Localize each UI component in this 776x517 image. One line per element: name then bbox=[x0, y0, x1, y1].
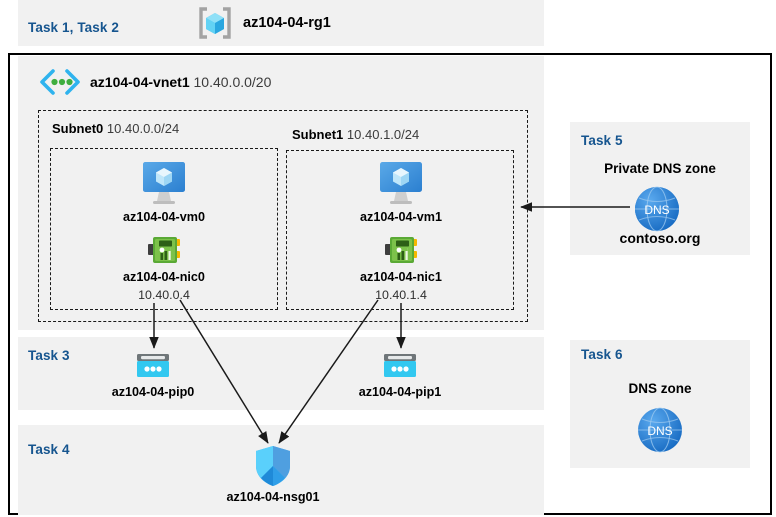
task-label-5: Task 5 bbox=[581, 133, 623, 148]
nic0-label: az104-04-nic0 bbox=[123, 270, 205, 284]
svg-text:DNS: DNS bbox=[647, 424, 672, 438]
public-ip-panel bbox=[18, 337, 544, 410]
network-interface-icon bbox=[146, 234, 182, 266]
subnet0-title: Subnet0 10.40.0.0/24 bbox=[52, 121, 179, 136]
private-dns-name: contoso.org bbox=[619, 230, 701, 246]
svg-text:DNS: DNS bbox=[644, 203, 669, 217]
vnet-name: az104-04-vnet1 bbox=[90, 74, 190, 90]
vm0-label: az104-04-vm0 bbox=[123, 210, 205, 224]
nsg-label: az104-04-nsg01 bbox=[226, 490, 320, 504]
private-dns-heading: Private DNS zone bbox=[604, 161, 716, 176]
virtual-machine-icon bbox=[374, 160, 428, 206]
public-ip-address-icon bbox=[135, 352, 171, 380]
resource-group-panel bbox=[18, 0, 544, 46]
resource-group-name: az104-04-rg1 bbox=[243, 15, 331, 31]
task-label-4: Task 4 bbox=[28, 442, 70, 457]
resource-group-icon bbox=[197, 5, 233, 41]
vm1-label: az104-04-vm1 bbox=[360, 210, 442, 224]
subnet1-boundary bbox=[286, 150, 514, 310]
network-interface-icon bbox=[383, 234, 419, 266]
task-label-6: Task 6 bbox=[581, 347, 623, 362]
subnet1-cidr: 10.40.1.0/24 bbox=[346, 127, 420, 142]
dns-zone-icon: DNS bbox=[632, 184, 682, 234]
nic1-label: az104-04-nic1 bbox=[360, 270, 442, 284]
vnet-title: az104-04-vnet1 10.40.0.0/20 bbox=[90, 74, 271, 90]
subnet1-name: Subnet1 bbox=[292, 127, 344, 142]
subnet0-cidr: 10.40.0.0/24 bbox=[106, 121, 180, 136]
dns-heading: DNS zone bbox=[628, 381, 692, 396]
network-security-group-icon bbox=[253, 444, 293, 488]
subnet1-title: Subnet1 10.40.1.0/24 bbox=[292, 127, 419, 142]
nic0-ip: 10.40.0.4 bbox=[138, 288, 190, 302]
subnet0-boundary bbox=[50, 148, 278, 310]
pip1-label: az104-04-pip1 bbox=[358, 385, 442, 399]
task-label-3: Task 3 bbox=[28, 348, 70, 363]
subnet0-name: Subnet0 bbox=[52, 121, 104, 136]
public-ip-address-icon bbox=[382, 352, 418, 380]
pip0-label: az104-04-pip0 bbox=[111, 385, 195, 399]
nic1-ip: 10.40.1.4 bbox=[375, 288, 427, 302]
vnet-panel bbox=[18, 56, 544, 330]
virtual-machine-icon bbox=[137, 160, 191, 206]
virtual-network-icon bbox=[38, 68, 82, 96]
task-label-1-2: Task 1, Task 2 bbox=[28, 20, 119, 35]
dns-zone-icon: DNS bbox=[635, 405, 685, 455]
vnet-address-space: 10.40.0.0/20 bbox=[193, 74, 272, 90]
